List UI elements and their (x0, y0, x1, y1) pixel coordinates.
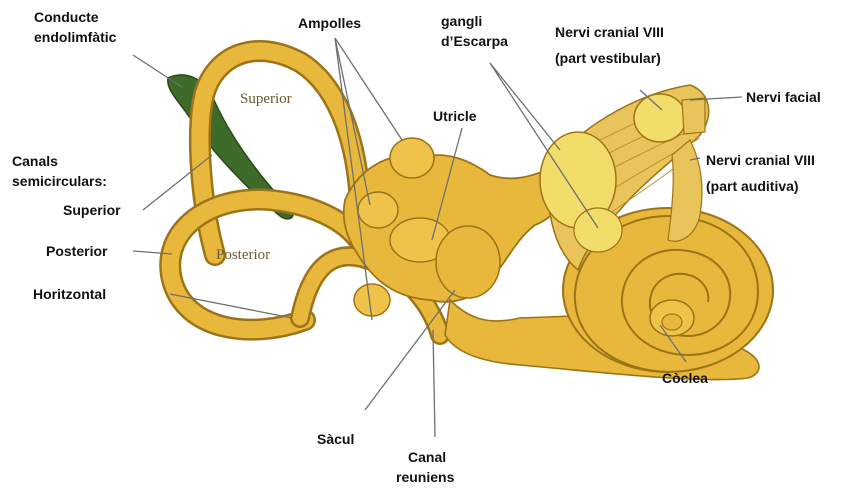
label-canals-semicirculars: Canals semicirculars: (12, 153, 107, 189)
label-nervi-vestibular: Nervi cranial VIII (part vestibular) (555, 24, 668, 66)
label-utricle: Utricle (433, 108, 477, 124)
label-posterior: Posterior (46, 243, 108, 259)
ampulla-posterior (354, 284, 390, 316)
saccule (436, 226, 500, 298)
label-conducte-endolimfatic: Conducte endolimfàtic (34, 9, 117, 45)
facial-nerve-end (634, 94, 686, 142)
label-nervi-auditiu: Nervi cranial VIII (part auditiva) (706, 152, 819, 194)
label-coclea: Còclea (662, 370, 708, 386)
label-horitzontal: Horitzontal (33, 286, 106, 302)
ampulla-superior (390, 138, 434, 178)
label-ampolles: Ampolles (298, 15, 361, 31)
scarpa-ganglion-lower (574, 208, 622, 252)
label-sacul: Sàcul (317, 431, 354, 447)
labyrinth-illustration: Superior Posterior (168, 51, 773, 380)
canal-superior-inline-label: Superior (240, 91, 292, 107)
auditory-nerve (668, 140, 702, 241)
canal-posterior-inline-label: Posterior (216, 247, 270, 263)
label-canal-reuniens: Canal reuniens (396, 449, 455, 485)
ampulla-lateral (358, 192, 398, 228)
label-superior: Superior (63, 202, 121, 218)
label-gangli-escarpa: gangli d’Escarpa (441, 13, 508, 49)
label-nervi-facial: Nervi facial (746, 89, 821, 105)
